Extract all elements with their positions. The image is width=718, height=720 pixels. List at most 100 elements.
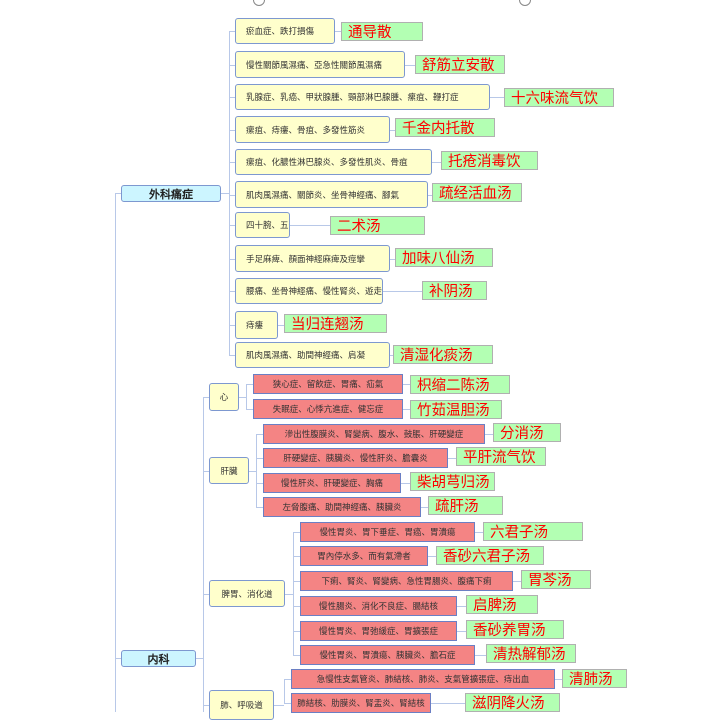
symptom-node[interactable]: 慢性胃炎、胃弛緩症、胃擴張症 (300, 621, 457, 641)
symptom-node[interactable]: 慢性關節風濕痛、亞急性關節風濕痛 (235, 51, 405, 78)
symptom-node[interactable]: 痔瘻 (235, 311, 278, 339)
remedy-node[interactable]: 千金内托散 (395, 118, 495, 137)
remedy-node[interactable]: 胃芩汤 (521, 570, 591, 589)
connector-line (203, 397, 209, 398)
connector-line (490, 97, 504, 98)
symptom-node[interactable]: 左脅腹痛、助間神經痛、胰臟炎 (263, 497, 421, 517)
collapse-handle-icon[interactable] (519, 0, 531, 6)
remedy-node[interactable]: 舒筋立安散 (415, 55, 505, 74)
remedy-node[interactable]: 疏肝汤 (428, 496, 503, 515)
collapse-handle-icon[interactable] (253, 0, 265, 6)
connector-line (293, 532, 300, 533)
connector-line (405, 64, 415, 66)
connector-line (203, 705, 209, 706)
connector-line (278, 325, 284, 326)
connector-line (403, 384, 410, 385)
symptom-node[interactable]: 瘀血症、跌打損傷 (235, 18, 335, 44)
connector-line (229, 162, 235, 163)
connector-line (203, 470, 209, 472)
symptom-node[interactable]: 瘰疽、痔瘻、骨疽、多發性筋炎 (235, 116, 390, 143)
connector-line (256, 507, 263, 508)
connector-line (431, 703, 465, 704)
remedy-node[interactable]: 清肺汤 (562, 669, 627, 688)
remedy-node[interactable]: 十六味流气饮 (504, 88, 614, 107)
topic-internal[interactable]: 内科 (121, 650, 196, 667)
connector-line (457, 606, 466, 607)
remedy-node[interactable]: 二术汤 (330, 216, 425, 235)
connector-line (284, 679, 291, 680)
symptom-node[interactable]: 胃內停水多、而有氣滯者 (300, 546, 428, 566)
connector-line (203, 397, 204, 712)
connector-line (274, 705, 284, 706)
remedy-node[interactable]: 当归连翘汤 (284, 314, 387, 333)
connector-line (428, 556, 436, 557)
connector-line (229, 97, 235, 98)
connector-line (229, 355, 235, 356)
connector-line (229, 258, 235, 260)
symptom-node[interactable]: 慢性腸炎、消化不良症、腸結核 (300, 596, 457, 616)
symptom-node[interactable]: 肌肉風濕痛、關節炎、坐骨神經痛、腳氣 (235, 181, 428, 208)
connector-line (293, 556, 300, 557)
remedy-node[interactable]: 加味八仙汤 (395, 248, 493, 267)
symptom-node[interactable]: 慢性胃炎、胃下垂症、胃癌、胃潰瘍 (300, 522, 475, 542)
connector-line (221, 193, 229, 194)
connector-line (229, 31, 230, 356)
remedy-node[interactable]: 清湿化痰汤 (393, 345, 493, 364)
connector-line (293, 606, 300, 607)
symptom-node[interactable]: 四十腕、五十肩 (235, 212, 290, 238)
connector-line (475, 532, 483, 533)
connector-line (448, 458, 456, 459)
symptom-node[interactable]: 滲出性腹膜炎、腎變病、腹水、鼓脹、肝硬變症 (263, 424, 485, 444)
remedy-node[interactable]: 通导散 (341, 22, 423, 41)
symptom-node[interactable]: 慢性胃炎、胃潰瘍、胰臟炎、膽石症 (300, 645, 475, 665)
remedy-node[interactable]: 香砂养胃汤 (466, 620, 564, 639)
symptom-node[interactable]: 肺結核、肋膜炎、腎盂炎、腎結核 (291, 693, 431, 713)
connector-line (229, 325, 235, 326)
connector-line (432, 162, 441, 163)
symptom-node[interactable]: 瘰疽、化膿性淋巴腺炎、多發性肌炎、骨疽 (235, 149, 432, 175)
group-node[interactable]: 脾胃、消化道 (209, 580, 285, 607)
remedy-node[interactable]: 分消汤 (493, 423, 561, 442)
remedy-node[interactable]: 枳缩二陈汤 (410, 375, 510, 394)
symptom-node[interactable]: 乳腺症、乳癌、甲狀腺腫、頸部淋巴腺腫、瘰疽、鞭打症 (235, 84, 490, 110)
topic-surgery[interactable]: 外科痛症 (121, 185, 221, 202)
connector-line (229, 225, 235, 226)
connector-line (428, 194, 432, 196)
group-node[interactable]: 肺、呼吸道 (209, 690, 274, 720)
connector-line (513, 581, 521, 582)
connector-line (383, 291, 422, 292)
connector-line (256, 434, 263, 435)
symptom-node[interactable]: 肝硬變症、胰臟炎、慢性肝炎、膽囊炎 (263, 448, 448, 468)
remedy-node[interactable]: 香砂六君子汤 (436, 546, 544, 565)
symptom-node[interactable]: 狭心症、留飲症、胃痛、疝氣 (253, 374, 403, 394)
connector-line (401, 483, 410, 484)
remedy-node[interactable]: 平肝流气饮 (456, 447, 546, 466)
group-node[interactable]: 心 (209, 383, 239, 411)
connector-line (390, 129, 395, 131)
connector-line (421, 507, 428, 508)
connector-line (115, 658, 121, 659)
symptom-node[interactable]: 慢性肝炎、肝硬變症、胸痛 (263, 473, 401, 493)
remedy-node[interactable]: 六君子汤 (483, 522, 583, 541)
remedy-node[interactable]: 柴胡芎归汤 (410, 472, 495, 491)
symptom-node[interactable]: 腰痛、坐骨神經痛、慢性腎炎、遊走腎 (235, 278, 383, 304)
connector-line (293, 532, 294, 656)
symptom-node[interactable]: 肌肉風濕痛、助間神經痛、肩凝 (235, 342, 390, 368)
remedy-node[interactable]: 疏经活血汤 (432, 183, 522, 202)
remedy-node[interactable]: 补阴汤 (422, 281, 487, 300)
remedy-node[interactable]: 启脾汤 (466, 595, 538, 614)
connector-line (475, 655, 486, 656)
symptom-node[interactable]: 急慢性支氣管炎、肺結核、肺炎、支氣管擴張症、痔出血 (291, 669, 555, 689)
symptom-node[interactable]: 失眠症、心悸亢進症、健忘症 (253, 399, 403, 419)
remedy-node[interactable]: 托疮消毒饮 (441, 151, 538, 170)
symptom-node[interactable]: 手足麻痺、顏面神經麻痺及痙攣 (235, 245, 390, 272)
connector-line (485, 434, 493, 435)
connector-line (284, 679, 285, 704)
group-node[interactable]: 肝臟 (209, 457, 249, 484)
remedy-node[interactable]: 竹茹温胆汤 (410, 400, 502, 419)
connector-line (390, 258, 395, 260)
remedy-node[interactable]: 滋阴降火汤 (465, 693, 560, 712)
remedy-node[interactable]: 清热解郁汤 (486, 644, 576, 663)
connector-line (256, 458, 263, 459)
symptom-node[interactable]: 下痢、腎炎、腎變病、急性胃腸炎、腹痛下痢 (300, 571, 513, 591)
